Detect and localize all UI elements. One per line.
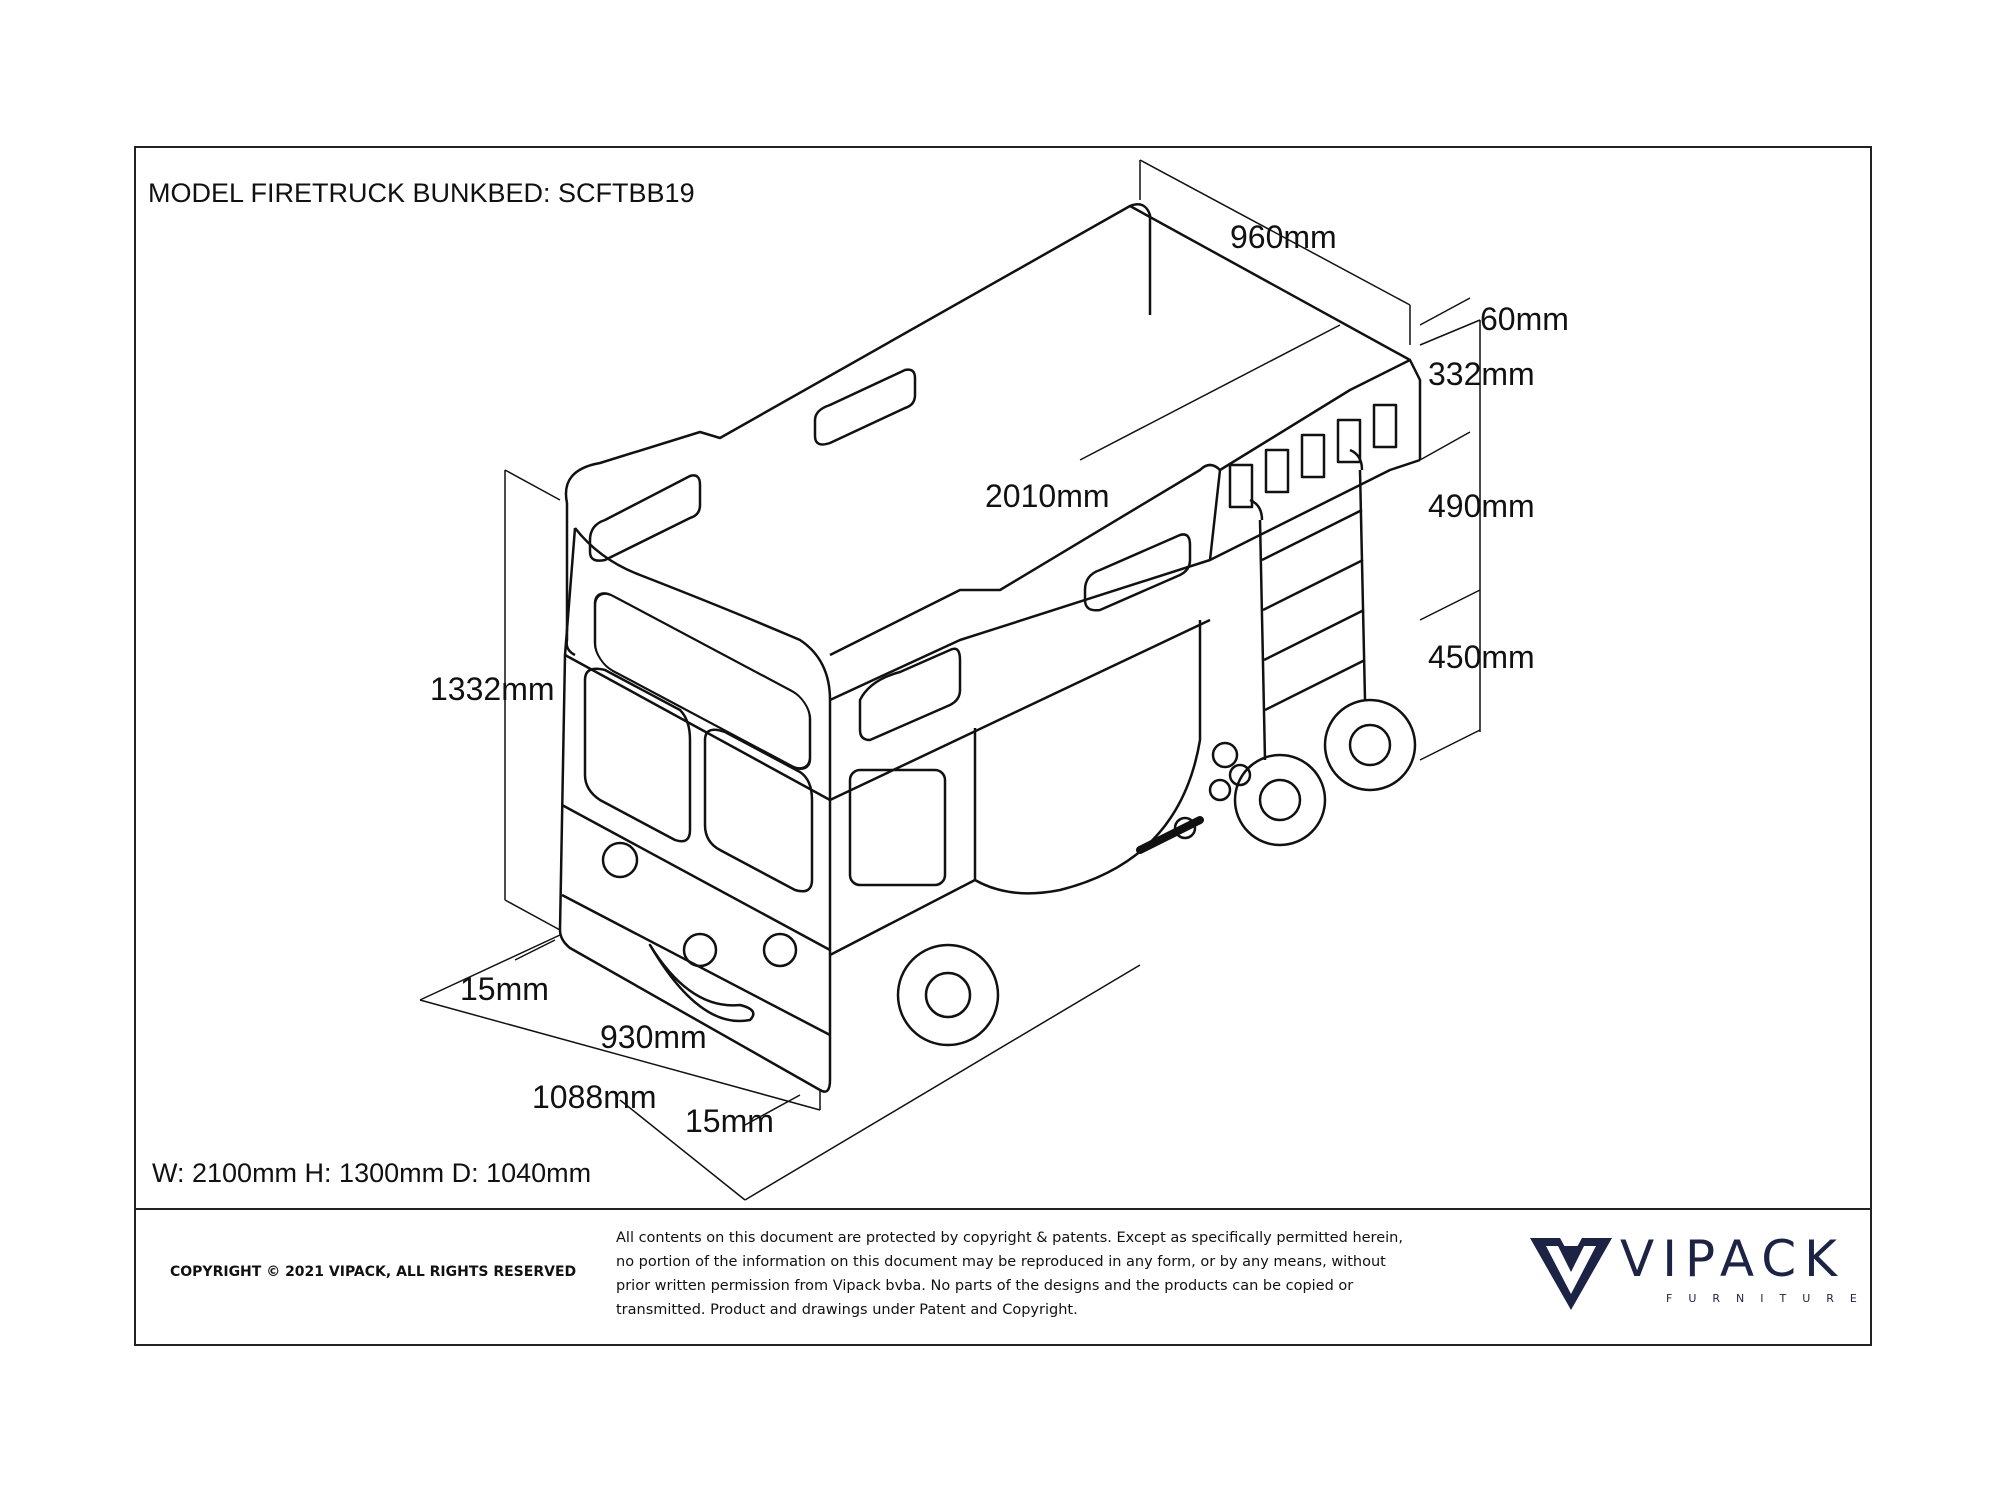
dimension-332: 332mm xyxy=(1428,356,1535,392)
ladder-right-rail xyxy=(1358,469,1367,701)
vipack-logo: VIPACK FURNITURE xyxy=(1526,1228,1857,1328)
vipack-logo-mark-icon xyxy=(1530,1238,1612,1310)
dimension-2010: 2010mm xyxy=(985,478,1110,514)
dimension-450: 450mm xyxy=(1428,639,1535,675)
headlight-left xyxy=(601,841,639,879)
footer-divider xyxy=(136,1208,1870,1210)
page-title: MODEL FIRETRUCK BUNKBED: SCFTBB19 xyxy=(148,178,695,208)
rear-wheel-2 xyxy=(1323,698,1417,792)
dimension-960: 960mm xyxy=(1230,219,1337,255)
overall-dimensions: W: 2100mm H: 1300mm D: 1040mm xyxy=(152,1158,592,1188)
legal-notice: All contents on this document are protec… xyxy=(616,1230,1403,1318)
front-upper-rail xyxy=(574,527,832,800)
ladder-left-rail xyxy=(1258,519,1267,761)
dimension-15-bottom: 15mm xyxy=(685,1103,774,1139)
side-window-lower xyxy=(848,768,947,887)
bumper-smile xyxy=(648,943,755,1023)
drawing-sheet: MODEL FIRETRUCK BUNKBED: SCFTBB19 W: 210… xyxy=(134,146,1872,1346)
front-cab xyxy=(558,527,832,1093)
headlight-right xyxy=(762,932,798,968)
headlight-mid xyxy=(682,932,718,968)
logo-subtitle: FURNITURE xyxy=(1666,1292,1873,1305)
front-wheel xyxy=(896,943,1000,1047)
dimension-490: 490mm xyxy=(1428,488,1535,524)
dimension-60: 60mm xyxy=(1480,301,1569,337)
dimension-930: 930mm xyxy=(600,1019,707,1055)
copyright-notice: COPYRIGHT © 2021 VIPACK, ALL RIGHTS RESE… xyxy=(170,1264,577,1280)
dimension-15-front: 15mm xyxy=(460,971,549,1007)
logo-wordmark: VIPACK xyxy=(1620,1230,1845,1288)
rear-wheel-1 xyxy=(1233,753,1327,847)
back-top-rail xyxy=(564,203,1152,504)
dimension-1088: 1088mm xyxy=(532,1079,657,1115)
dimension-1332: 1332mm xyxy=(430,671,555,707)
side-window-upper xyxy=(858,647,962,742)
